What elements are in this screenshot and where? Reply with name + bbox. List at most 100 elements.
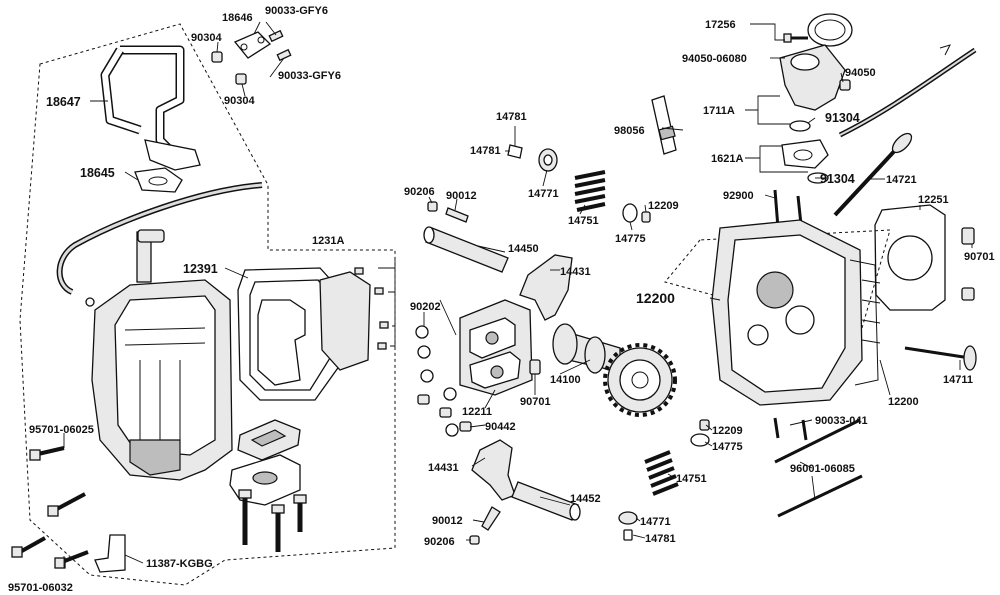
retainer-14771-a	[538, 148, 558, 172]
nut-90304-b	[235, 73, 247, 85]
spring-14751-a	[574, 170, 606, 212]
label-94050: 94050	[845, 67, 876, 79]
label-12200-main: 12200	[636, 290, 675, 306]
cotter-14781-c	[623, 529, 633, 541]
label-90033-041: 90033-041	[815, 415, 868, 427]
label-1711a: 1711A	[703, 105, 735, 117]
intake-valve-14721	[833, 132, 913, 217]
bolt-95701-a	[47, 492, 86, 517]
stud-90033-top	[268, 29, 284, 43]
label-12209-bottom: 12209	[712, 425, 743, 437]
label-90202: 90202	[410, 301, 441, 313]
label-1231a: 1231A	[312, 235, 344, 247]
label-17256: 17256	[705, 19, 736, 31]
camshaft-14100	[552, 323, 677, 417]
label-94050-06080: 94050-06080	[682, 53, 747, 65]
label-14771-bottom: 14771	[640, 516, 671, 528]
bracket-bolts	[238, 489, 307, 552]
rocker-arm-14431-top	[519, 254, 573, 321]
vacuum-hose	[838, 44, 977, 138]
baffle-bolts	[354, 267, 389, 350]
label-18647: 18647	[46, 95, 81, 109]
spark-plug-98056	[651, 95, 677, 155]
label-14775-bottom: 14775	[712, 441, 743, 453]
label-14452: 14452	[570, 493, 601, 505]
gasket-18645	[134, 167, 183, 193]
clip-11387-kgbg	[94, 534, 126, 573]
label-18646: 18646	[222, 12, 253, 24]
bolt-95701-06032	[54, 550, 89, 569]
label-18645: 18645	[80, 166, 115, 180]
label-92900: 92900	[723, 190, 754, 202]
rocker-arm-14431-bottom	[471, 439, 516, 501]
label-90701-center: 90701	[520, 396, 551, 408]
nut-90304-a	[211, 51, 223, 63]
label-90304-bottom: 90304	[224, 95, 255, 107]
leader-lines	[63, 21, 973, 568]
label-91304-bottom: 91304	[820, 172, 855, 186]
cotter-14781-a	[507, 144, 523, 159]
label-14775-top: 14775	[615, 233, 646, 245]
label-12209-top: 12209	[648, 200, 679, 212]
bolt-95701-06025	[29, 446, 65, 461]
label-96001-06085: 96001-06085	[790, 463, 855, 475]
label-95701-06025: 95701-06025	[29, 424, 94, 436]
camshaft-holder-12211	[459, 299, 533, 396]
label-11387-kgbg: 11387-KGBG	[146, 558, 213, 570]
label-14721: 14721	[886, 174, 917, 186]
label-90012-bottom: 90012	[432, 515, 463, 527]
bolt-94050-06080	[783, 33, 808, 43]
label-91304-top: 91304	[825, 111, 860, 125]
label-95701-06032: 95701-06032	[8, 582, 73, 594]
label-90206-bottom: 90206	[424, 536, 455, 548]
dowel-90701-a	[529, 359, 541, 375]
seal-12209-b	[699, 419, 710, 431]
head-gasket-12251	[874, 204, 946, 311]
clamp-17256	[807, 13, 853, 47]
seat-14775-b	[690, 433, 710, 447]
label-14771-top: 14771	[528, 188, 559, 200]
label-98056: 98056	[614, 125, 645, 137]
bolt-95701-b	[11, 536, 46, 558]
cylinder-head-12200	[664, 219, 891, 406]
label-90033-gfy6-bottom: 90033-GFY6	[278, 70, 341, 82]
label-90701-right: 90701	[964, 251, 995, 263]
label-14450: 14450	[508, 243, 539, 255]
label-14431-top: 14431	[560, 266, 591, 278]
dowels-90701-b	[961, 227, 975, 301]
retainer-14771-b	[618, 511, 638, 525]
label-12251: 12251	[918, 194, 949, 206]
insulator-1621a	[781, 139, 829, 169]
breather-hose	[56, 182, 263, 307]
baffle-plate-1231a	[257, 271, 371, 386]
nut-90206-a	[427, 201, 438, 212]
nuts-90442	[417, 394, 472, 432]
intake-manifold-1711a	[779, 44, 846, 111]
adjuster-screw-90012-b	[481, 506, 501, 531]
label-12211: 12211	[462, 406, 492, 418]
label-90206-top: 90206	[404, 186, 435, 198]
exhaust-valve-14711	[904, 345, 977, 371]
label-90033-gfy6-top: 90033-GFY6	[265, 5, 328, 17]
label-1621a: 1621A	[711, 153, 743, 165]
nut-90206-b	[469, 535, 480, 545]
label-14100: 14100	[550, 374, 581, 386]
label-14781-bottom: 14781	[645, 533, 676, 545]
long-studs-96001-06085	[774, 418, 863, 518]
label-14711: 14711	[943, 374, 973, 386]
rocker-shaft-14452	[511, 481, 581, 521]
breather-pipe-18647	[100, 45, 201, 171]
nut-94050	[839, 79, 851, 91]
seal-12209-a	[641, 211, 651, 223]
label-90442: 90442	[485, 421, 516, 433]
pin-90033-041	[773, 417, 808, 441]
rocker-shaft-14450	[423, 226, 509, 273]
label-90012-top: 90012	[446, 190, 477, 202]
label-14431-bottom: 14431	[428, 462, 459, 474]
stud-90033-bottom	[276, 48, 292, 62]
oring-91304-a	[789, 120, 811, 132]
label-90304-top: 90304	[191, 32, 222, 44]
label-14781-top: 14781	[496, 111, 527, 123]
label-14781-mid: 14781	[470, 145, 501, 157]
